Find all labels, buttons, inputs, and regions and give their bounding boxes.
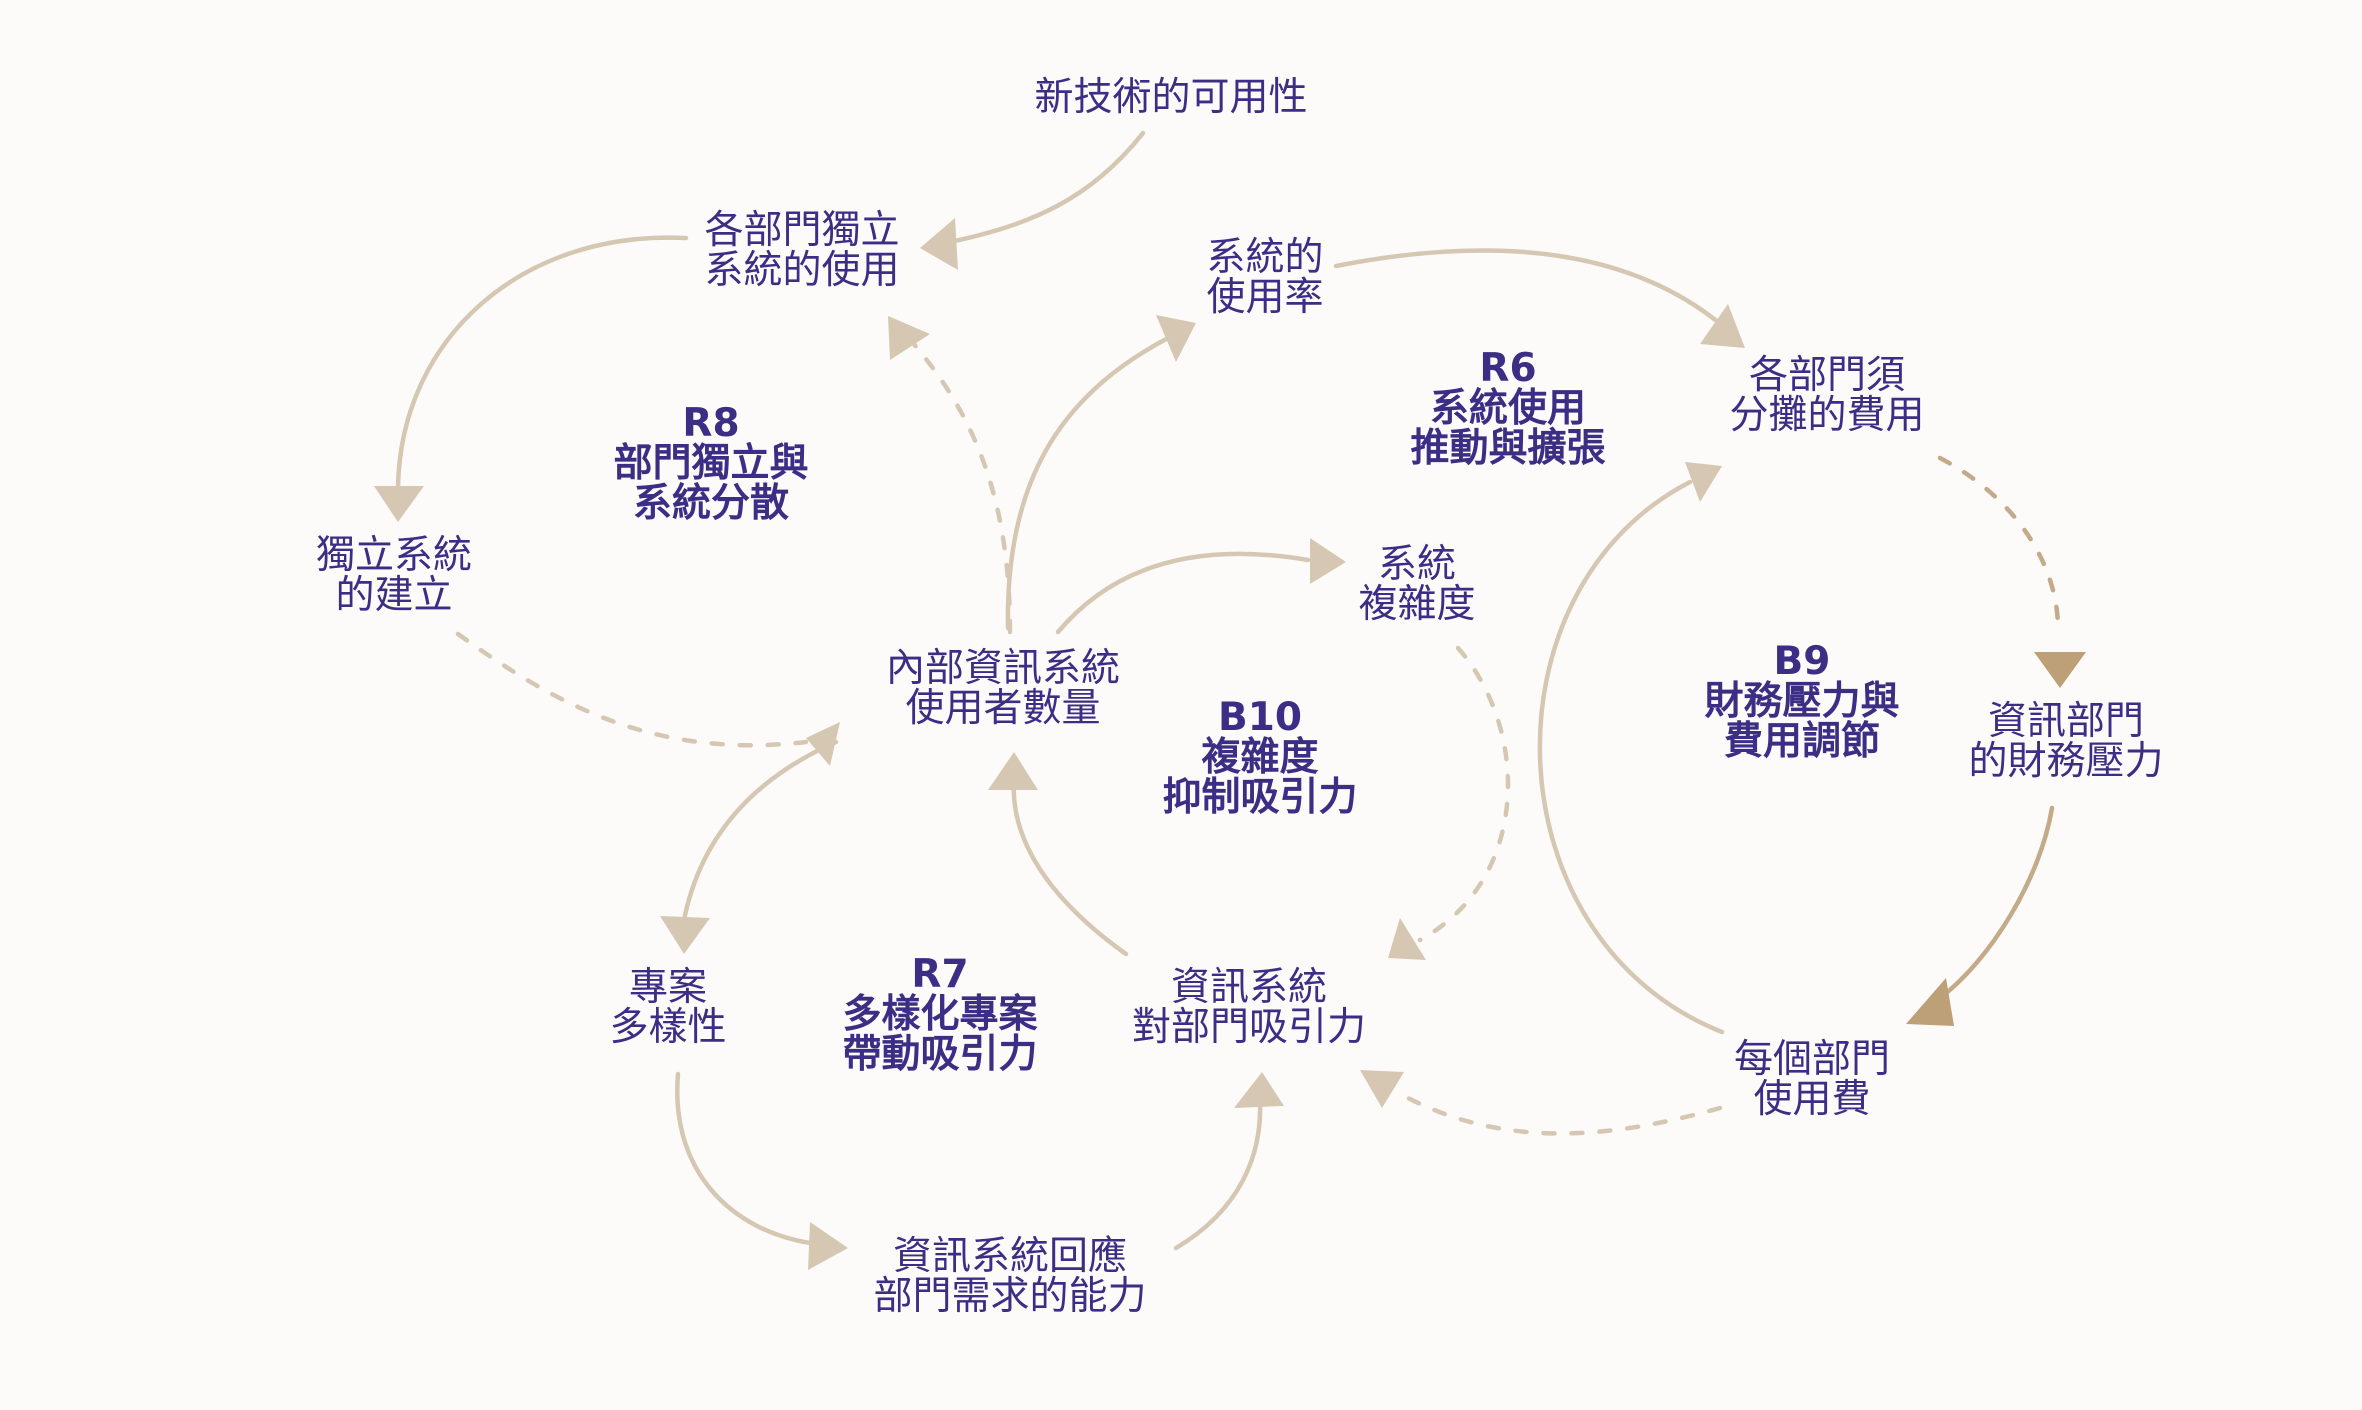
link-internal-users-to-project-diversity: [681, 739, 839, 923]
variable-system-usage-rate: 系統的 使用率: [1206, 235, 1324, 320]
arrowhead: [1360, 1070, 1404, 1108]
arrowhead: [888, 316, 930, 360]
arrowhead: [1906, 978, 1954, 1026]
arrowhead: [1234, 1072, 1284, 1108]
variable-system-complexity: 系統 複雜度: [1358, 542, 1476, 627]
loop-label-b9: B9 財務壓力與 費用調節: [1704, 639, 1900, 764]
arrowhead: [806, 722, 840, 766]
arrowhead: [1700, 304, 1745, 348]
arrowhead: [2034, 652, 2086, 688]
arrowhead: [1685, 462, 1722, 502]
variable-dept-independent-use: 各部門獨立 系統的使用: [704, 208, 900, 293]
arrowhead: [374, 486, 424, 522]
variable-it-responsiveness: 資訊系統回應 部門需求的能力: [873, 1234, 1147, 1319]
arrowhead: [988, 752, 1038, 790]
link-independent-build-to-internal-users: [455, 631, 809, 748]
variable-per-dept-fee: 每個部門 使用費: [1733, 1037, 1891, 1122]
variable-dept-cost-share: 各部門須 分攤的費用: [1729, 353, 1925, 438]
link-complexity-to-attractiveness: [1417, 645, 1511, 943]
link-attractiveness-to-internal-users: [1011, 777, 1129, 957]
arrowhead: [1310, 538, 1346, 584]
link-per-dept-fee-to-attractiveness: [1405, 1095, 1723, 1136]
variable-new-tech: 新技術的可用性: [1034, 75, 1308, 120]
variable-project-diversity: 專案 多樣性: [609, 965, 727, 1050]
variable-it-attractiveness: 資訊系統 對部門吸引力: [1131, 965, 1367, 1050]
arrowhead: [660, 916, 710, 954]
link-usage-rate-to-cost-share: [1333, 248, 1721, 325]
arrowhead: [920, 218, 958, 270]
variable-internal-users: 內部資訊系統 使用者數量: [885, 646, 1121, 731]
variable-independent-system-build: 獨立系統 的建立: [315, 533, 473, 618]
link-project-diversity-to-responsiveness: [675, 1071, 813, 1246]
loop-label-r7: R7 多樣化專案 帶動吸引力: [842, 952, 1038, 1077]
link-cost-share-to-it-pressure: [1937, 455, 2061, 637]
link-per-dept-fee-to-cost-share: [1537, 479, 1725, 1035]
arrowhead: [1156, 315, 1196, 362]
loop-label-r6: R6 系統使用 推動與擴張: [1410, 346, 1606, 471]
loop-label-r8: R8 部門獨立與 系統分散: [613, 401, 809, 526]
link-it-pressure-to-per-dept-fee: [1937, 805, 2055, 1001]
arrowhead: [808, 1222, 848, 1270]
link-new-tech-to-dept-independent-use: [947, 130, 1146, 245]
link-dept-independent-use-to-independent-build: [395, 235, 689, 491]
arrowhead: [1388, 918, 1426, 960]
link-responsiveness-to-attractiveness: [1173, 1099, 1263, 1251]
link-internal-users-to-usage-rate: [1005, 335, 1171, 631]
loop-label-b10: B10 複雜度 抑制吸引力: [1162, 695, 1358, 820]
link-internal-users-to-dept-independent-use: [909, 339, 1013, 635]
variable-it-financial-pressure: 資訊部門 的財務壓力: [1968, 699, 2164, 784]
link-internal-users-to-complexity: [1055, 551, 1311, 635]
